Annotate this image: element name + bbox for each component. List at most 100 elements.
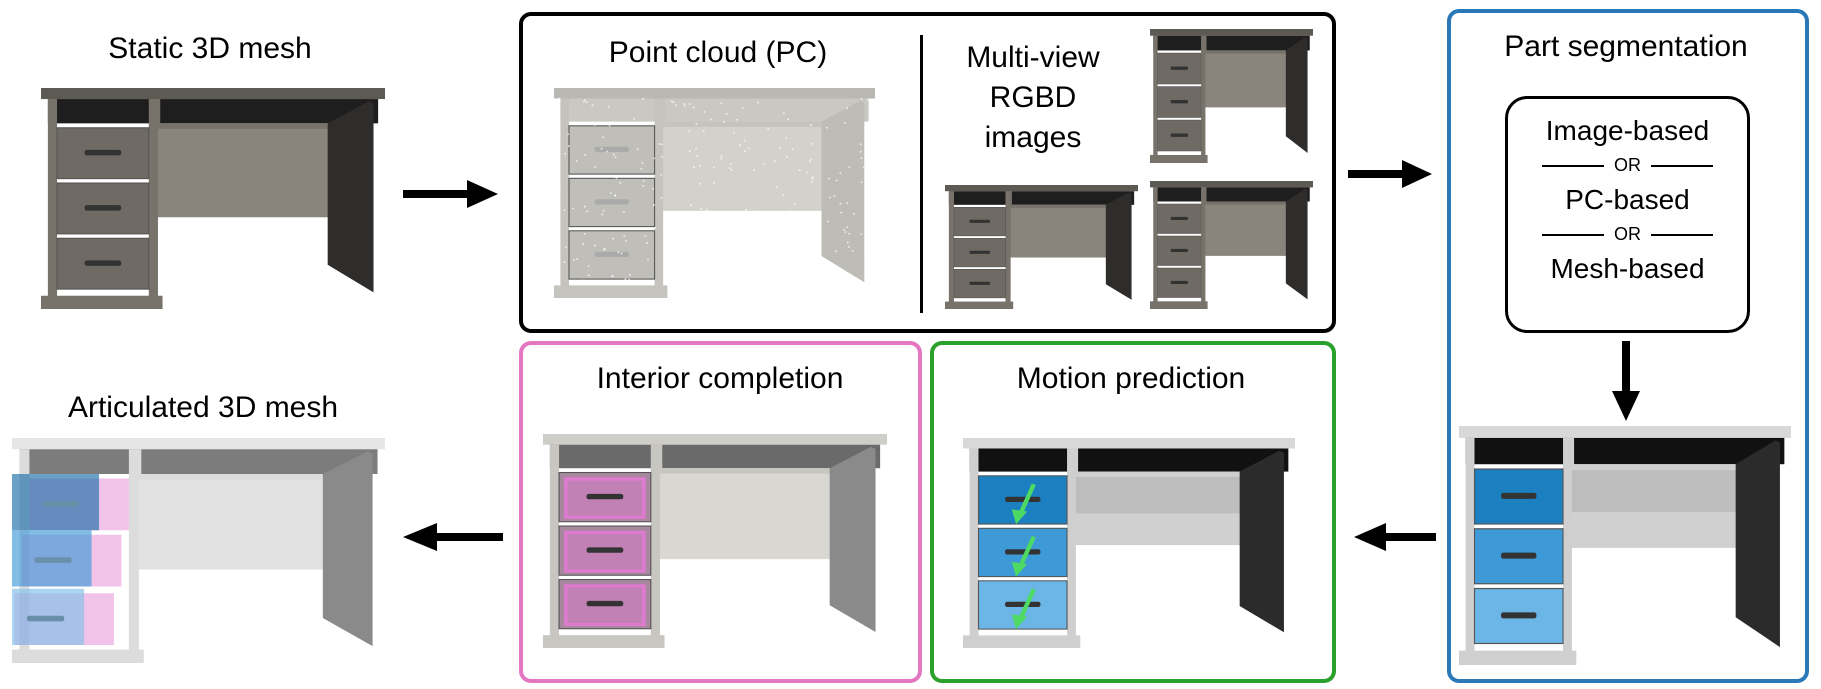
desk-drawer — [953, 269, 1006, 299]
desk-drawer — [56, 237, 150, 290]
desk-shelf — [560, 98, 869, 122]
rgbd-view-image — [1150, 29, 1313, 163]
rgbd-view-image — [1150, 181, 1313, 309]
desk-top — [554, 88, 875, 99]
desk-leg — [1239, 450, 1284, 633]
drawer-handle — [84, 149, 122, 156]
or-label: OR — [1614, 155, 1641, 175]
multiview-title-line: Multi-view — [966, 41, 1100, 74]
desk-back-panel — [657, 468, 853, 560]
drawer-handle — [1005, 496, 1041, 503]
or-separator: OR — [1508, 224, 1747, 245]
method-image-based: Image-based — [1545, 115, 1710, 146]
desk-leg — [821, 100, 865, 283]
desk-shelf — [1153, 35, 1310, 51]
desk-shelf — [19, 449, 378, 474]
method-pc-based: PC-based — [1565, 184, 1690, 215]
desk-back-panel — [1073, 471, 1262, 514]
interior-completion-box — [519, 341, 922, 683]
segmentation-methods-box: Image-based OR PC-based OR Mesh-based — [1505, 96, 1750, 333]
desk-shelf — [47, 99, 379, 124]
multiview-title: Multi-view RGBD images — [966, 38, 1099, 158]
interior-completion-title: Interior completion — [596, 362, 844, 395]
drawer-handle — [1005, 549, 1041, 555]
arrow-right-icon — [1348, 160, 1432, 188]
articulated-mesh-title: Articulated 3D mesh — [67, 391, 339, 424]
drawer-handle — [1170, 66, 1189, 70]
drawer-handle — [84, 205, 122, 211]
desk-shelf — [1153, 187, 1310, 202]
point-cloud-image — [554, 88, 875, 298]
drawer-handle — [1170, 216, 1189, 221]
multiview-title-line: RGBD — [989, 81, 1077, 114]
drawer-handle — [969, 219, 991, 223]
desk-top — [1150, 29, 1313, 36]
desk-top — [543, 434, 887, 445]
desk-leg — [829, 446, 876, 632]
static-desk-image — [41, 88, 385, 309]
static-mesh-title: Static 3D mesh — [108, 32, 312, 65]
desk-leg — [322, 451, 373, 647]
motion-desk-image — [963, 438, 1295, 648]
divider — [920, 35, 923, 313]
drawer-handle — [84, 260, 122, 266]
desk-back-panel — [661, 121, 843, 211]
desk-top — [1150, 181, 1313, 188]
part-segmentation-title: Part segmentation — [1504, 30, 1748, 63]
desk-leg — [327, 101, 374, 293]
desk-shelf — [549, 444, 881, 469]
drawer-handle — [594, 146, 629, 153]
drawer-handle — [1501, 552, 1537, 559]
part-segmentation-box — [1447, 9, 1809, 683]
desk-top — [963, 438, 1295, 449]
drawer-handle — [1501, 492, 1537, 499]
desk-back-panel — [1204, 201, 1297, 256]
segmented-desk-image — [1459, 426, 1791, 665]
desk-shelf — [948, 191, 1135, 205]
motion-arrow-icon — [1011, 535, 1036, 577]
input-representations-box — [519, 12, 1336, 333]
desk-top — [12, 438, 385, 450]
motion-prediction-box — [930, 341, 1336, 683]
motion-arrow-icon — [1011, 483, 1036, 525]
desk-leg — [1285, 188, 1308, 300]
drawer-handle — [586, 493, 624, 500]
desk-top — [945, 185, 1138, 192]
arrow-right-icon — [403, 180, 498, 208]
drawer-handle — [1501, 612, 1537, 619]
drawer-handle — [1170, 280, 1189, 285]
desk-back-panel — [1569, 464, 1758, 513]
drawer-handle — [594, 199, 629, 205]
desk-leg — [1285, 37, 1308, 153]
desk-top — [1459, 426, 1791, 438]
desk-back-panel — [155, 123, 351, 218]
method-mesh-based: Mesh-based — [1550, 253, 1705, 284]
drawer-handle — [969, 250, 991, 254]
motion-prediction-title: Motion prediction — [1016, 362, 1246, 395]
interior-desk-image — [543, 434, 887, 648]
motion-arrow-icon — [1011, 588, 1036, 630]
desk-leg — [1735, 440, 1780, 648]
rgbd-view-image — [945, 185, 1138, 309]
or-separator: OR — [1508, 155, 1747, 176]
desk-shelf — [1465, 437, 1785, 465]
drawer-handle — [594, 251, 629, 258]
arrow-left-icon — [403, 523, 503, 551]
desk-drawer — [1157, 203, 1202, 234]
desk-back-panel — [1009, 204, 1119, 258]
desk-top — [41, 88, 385, 100]
drawer-handle — [969, 281, 991, 285]
desk-back-panel — [136, 474, 348, 570]
drawer-handle — [1005, 601, 1041, 608]
desk-leg — [1105, 192, 1132, 300]
point-cloud-title: Point cloud (PC) — [608, 36, 828, 69]
or-label: OR — [1614, 224, 1641, 244]
arrow-left-icon — [1354, 523, 1436, 551]
drawer-handle — [586, 547, 624, 553]
drawer-handle — [1170, 100, 1189, 104]
drawer-handle — [1170, 248, 1189, 253]
desk-back-panel — [1204, 50, 1297, 108]
multiview-title-line: images — [984, 121, 1082, 154]
drawer-handle — [586, 600, 624, 607]
desk-shelf — [969, 448, 1289, 472]
